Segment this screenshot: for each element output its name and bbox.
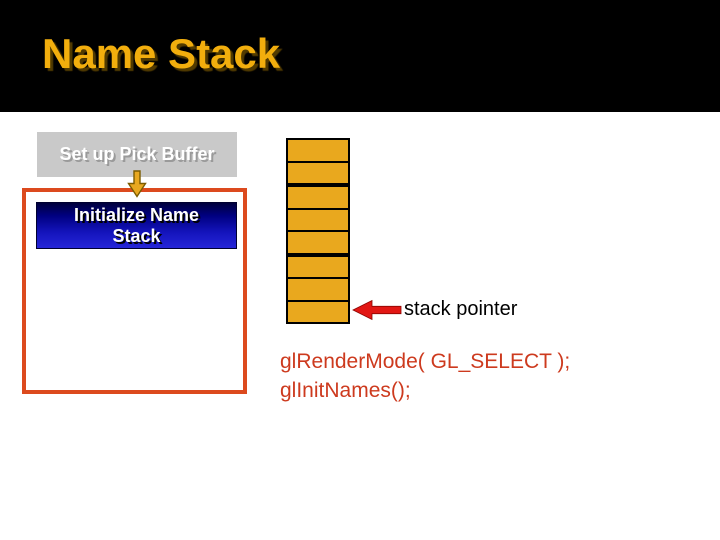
- stack-cell: [288, 252, 348, 277]
- code-block: glRenderMode( GL_SELECT ); glInitNames()…: [280, 347, 570, 405]
- stack-cell: [288, 230, 348, 253]
- step-setup-label: Set up Pick Buffer: [59, 144, 215, 164]
- stack-cell: [288, 140, 348, 161]
- flowchart-step-initialize-name-stack: Initialize Name Stack: [36, 202, 237, 249]
- down-arrow-icon: [127, 170, 147, 198]
- title-band: Name Stack: [0, 0, 720, 112]
- flowchart-step-setup-pick-buffer: Set up Pick Buffer: [37, 132, 237, 177]
- code-line-2: glInitNames();: [280, 379, 411, 402]
- stack-pointer-label: stack pointer: [404, 298, 518, 320]
- stack-cell: [288, 299, 348, 322]
- code-line-1: glRenderMode( GL_SELECT );: [280, 350, 571, 373]
- stack-cell: [288, 277, 348, 300]
- step-init-label-line1: Initialize Name: [73, 204, 200, 225]
- stack-cell: [288, 160, 348, 183]
- slide-title: Name Stack: [42, 30, 281, 77]
- stack-cell: [288, 183, 348, 208]
- step-init-label-line2: Stack: [112, 225, 161, 246]
- name-stack-diagram: [286, 138, 350, 324]
- stack-cell: [288, 207, 348, 230]
- stack-pointer-arrow-icon: [352, 299, 402, 321]
